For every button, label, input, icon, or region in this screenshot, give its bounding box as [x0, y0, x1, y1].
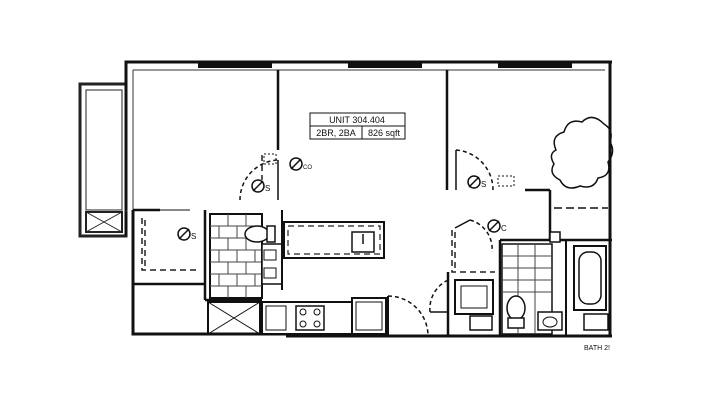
smoke-detector-label-3: S [481, 180, 486, 189]
windows [198, 63, 572, 68]
co-detector-2: C [487, 219, 507, 233]
smoke-detector-label-1: S [265, 184, 270, 193]
laundry-closet [207, 301, 261, 335]
bath-2-label: BATH 2! [584, 345, 610, 352]
co-detector-1: CO [289, 157, 312, 171]
unit-name: UNIT 304.404 [329, 115, 385, 125]
unit-area: 826 sqft [368, 128, 401, 138]
doors [160, 149, 494, 337]
balcony [78, 82, 128, 238]
exterior-walls-inner [132, 69, 605, 210]
co-detector-label-1: CO [303, 165, 312, 171]
bath-1 [209, 210, 283, 299]
unit-type: 2BR, 2BA [316, 128, 356, 138]
wardrobe-cloud [550, 116, 614, 209]
kitchen-counter [261, 297, 387, 335]
smoke-detector-2: S [177, 227, 196, 241]
wall-panels [263, 153, 515, 187]
smoke-detector-3: S [467, 175, 486, 189]
smoke-detector-1: S [251, 179, 270, 193]
bath-2 [454, 231, 609, 336]
closet-dashes [141, 155, 495, 273]
co-detector-label-2: C [501, 224, 507, 233]
kitchen-island [283, 221, 385, 259]
unit-info-box: UNIT 304.404 2BR, 2BA 826 sqft [309, 112, 406, 140]
smoke-detector-label-2: S [191, 232, 196, 241]
